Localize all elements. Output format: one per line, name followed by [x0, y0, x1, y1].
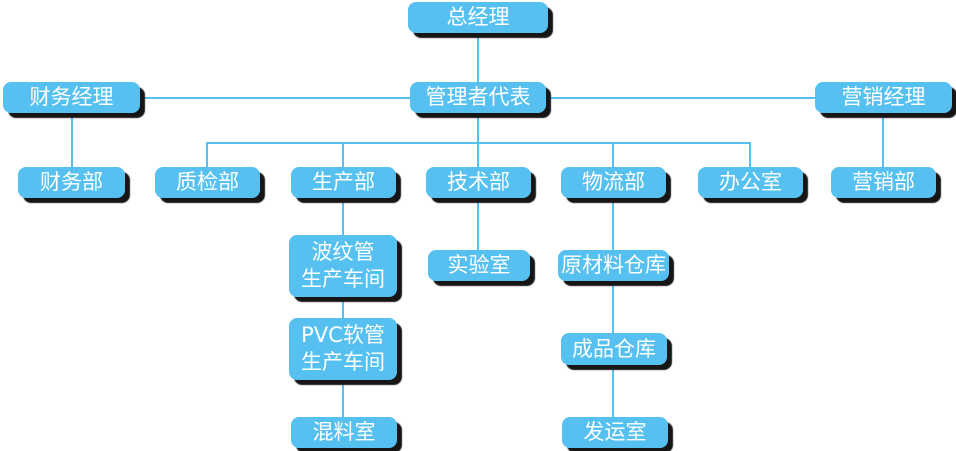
connector-drop-logistics: [612, 142, 614, 167]
org-node-general-manager: 总经理: [408, 2, 548, 33]
org-node-marketing-dept: 营销部: [831, 167, 936, 198]
connector-raw-to-finished: [612, 281, 614, 333]
org-node-pvc-hose-workshop: PVC软管 生产车间: [289, 318, 397, 380]
org-node-label: 质检部: [176, 170, 239, 194]
connector-bus-horizontal: [206, 142, 751, 144]
org-node-shipping-room: 发运室: [562, 417, 668, 448]
org-node-label: 管理者代表: [425, 85, 531, 109]
org-node-laboratory: 实验室: [428, 250, 530, 281]
org-node-finance-dept: 财务部: [18, 167, 125, 198]
org-node-label: 波纹管 生产车间: [301, 240, 385, 291]
org-node-label: PVC软管 生产车间: [301, 323, 385, 374]
connector-rep-to-mktmgr: [546, 97, 815, 99]
org-node-label: 发运室: [583, 420, 647, 444]
org-node-label: 物流部: [582, 170, 645, 194]
org-node-label: 混料室: [312, 420, 376, 444]
connector-corrugated-to-pvc: [342, 297, 344, 318]
org-node-quality-inspection-dept: 质检部: [155, 167, 260, 198]
org-node-label: 办公室: [719, 170, 782, 194]
connector-finmgr-to-findept: [71, 113, 73, 167]
org-node-marketing-manager: 营销经理: [815, 82, 952, 113]
connector-prod-to-corrugated: [342, 198, 344, 235]
org-node-management-representative: 管理者代表: [410, 82, 546, 113]
connector-pvc-to-mixing: [342, 380, 344, 417]
org-node-label: 实验室: [447, 253, 511, 277]
org-node-corrugated-pipe-workshop: 波纹管 生产车间: [289, 235, 397, 297]
org-node-label: 原材料仓库: [561, 253, 666, 277]
org-node-mixing-room: 混料室: [291, 417, 397, 448]
connector-drop-office: [749, 142, 751, 167]
org-node-office: 办公室: [698, 167, 803, 198]
org-node-technology-dept: 技术部: [426, 167, 531, 198]
org-node-label: 财务经理: [29, 85, 114, 109]
connector-drop-production: [342, 142, 344, 167]
connector-finished-to-shipping: [612, 365, 614, 417]
connector-tech-to-lab: [477, 198, 479, 250]
org-node-finance-manager: 财务经理: [3, 82, 140, 113]
org-node-finished-goods-warehouse: 成品仓库: [561, 333, 667, 365]
org-node-label: 营销部: [852, 170, 915, 194]
connector-drop-qc: [206, 142, 208, 167]
org-node-label: 财务部: [40, 170, 103, 194]
org-node-production-dept: 生产部: [291, 167, 396, 198]
connector-finmgr-to-rep: [140, 97, 410, 99]
connector-mktmgr-to-mktdept: [882, 113, 884, 167]
org-node-label: 总经理: [446, 5, 510, 29]
org-node-label: 生产部: [312, 170, 375, 194]
org-node-logistics-dept: 物流部: [561, 167, 666, 198]
org-node-label: 营销经理: [841, 85, 926, 109]
org-node-label: 成品仓库: [572, 336, 656, 361]
connector-logi-to-raw: [612, 198, 614, 250]
org-node-label: 技术部: [447, 170, 510, 194]
org-node-raw-material-warehouse: 原材料仓库: [558, 250, 669, 281]
connector-rep-to-bus: [477, 113, 479, 167]
connector-gm-to-rep: [477, 33, 479, 82]
